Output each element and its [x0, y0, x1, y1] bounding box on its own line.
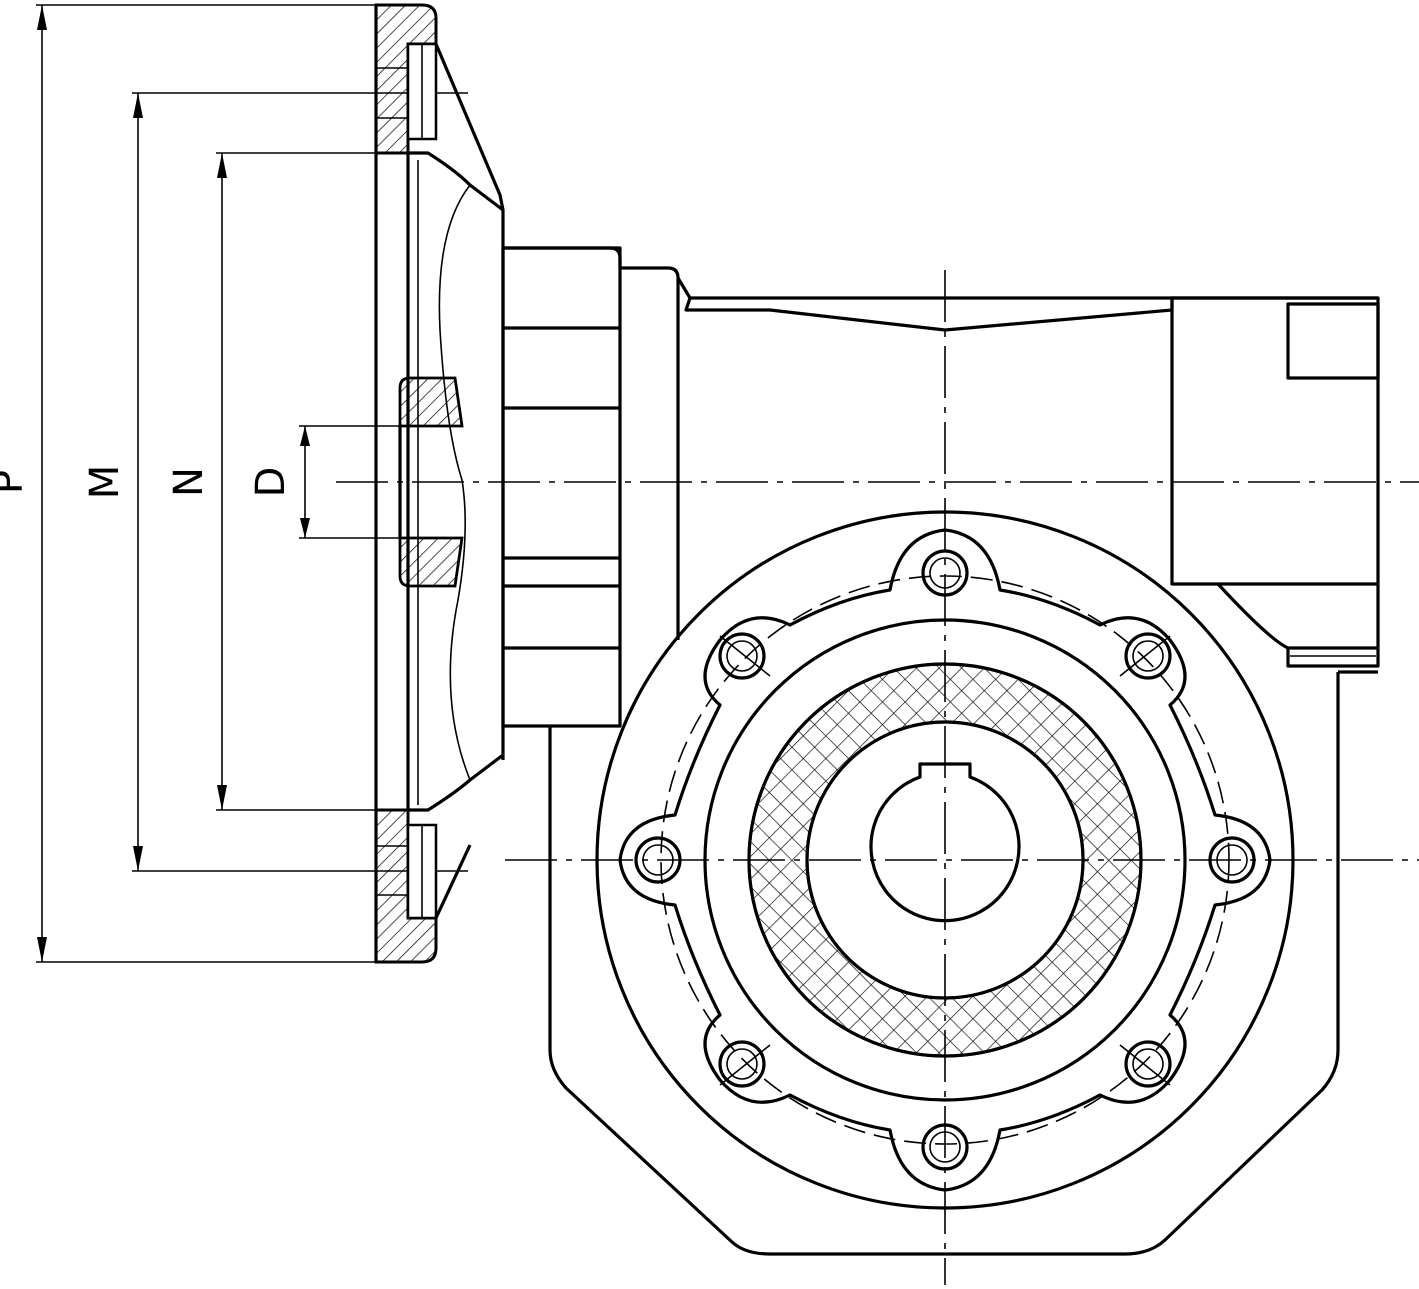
bolt-centerline — [719, 635, 771, 677]
bolt-hole — [718, 1040, 766, 1088]
dim-label-m: M — [82, 465, 128, 500]
dim-label-p: P — [0, 470, 32, 494]
dim-label-d: D — [248, 467, 294, 498]
dim-label-n: N — [166, 467, 212, 497]
bolt-centerline — [719, 1044, 771, 1086]
bolt-centerline — [1119, 635, 1171, 677]
center-lines — [336, 270, 1419, 1285]
dimension-lines — [36, 4, 468, 963]
bolt-hole — [718, 632, 766, 680]
bolt-hole — [1124, 632, 1172, 680]
motor-flange — [374, 3, 505, 964]
bolt-hole — [1124, 1040, 1172, 1088]
coupling-housing — [501, 246, 680, 1050]
bolt-centerline — [1119, 1044, 1171, 1086]
gearbox-body — [548, 277, 1380, 1256]
